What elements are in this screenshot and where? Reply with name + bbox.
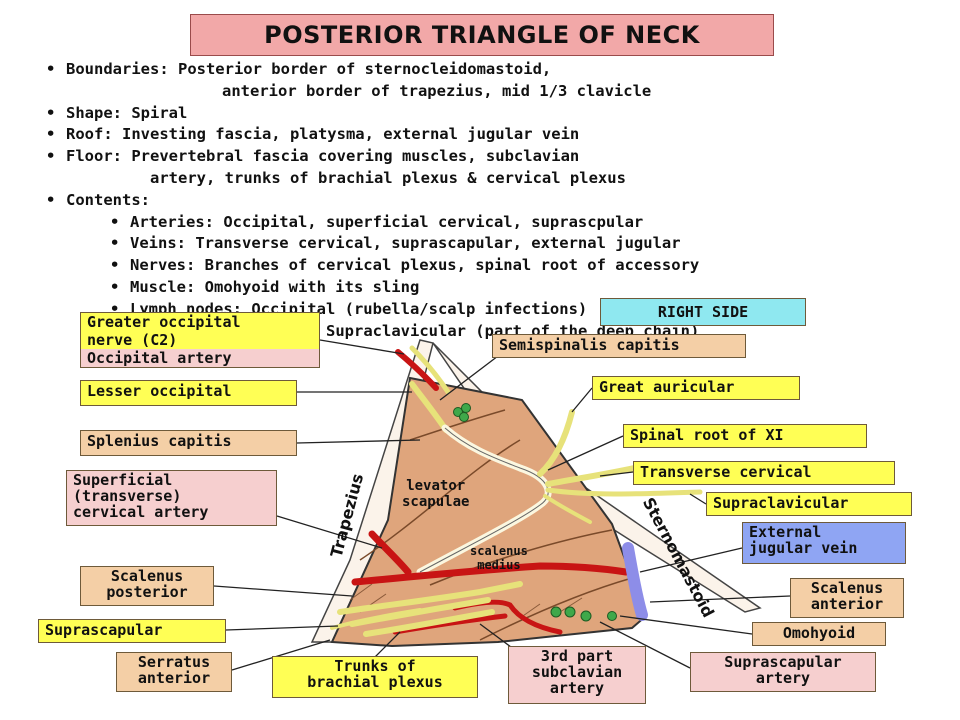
leader-third-part xyxy=(479,623,516,651)
leader-ext-jugular xyxy=(639,547,743,573)
greater-occipital-line-2: nerve (C2) xyxy=(81,331,319,349)
superficial-cervical-artery xyxy=(368,530,412,576)
diagram-title: POSTERIOR TRIANGLE OF NECK xyxy=(190,14,774,56)
omohyoid-label: Omohyoid xyxy=(752,622,886,646)
leader-transverse-cervical xyxy=(599,471,634,477)
scalenus-ant-line-2: anterior xyxy=(810,595,884,613)
splenius-boundary xyxy=(409,409,506,441)
third-line-1: 3rd part xyxy=(540,647,614,665)
ext-jugular-line-1: External xyxy=(749,523,822,541)
serratus-anterior-label: Serratus anterior xyxy=(116,652,232,692)
leader-spinal-root xyxy=(547,435,624,471)
leader-lines xyxy=(213,339,791,671)
splenius-capitis-label: Splenius capitis xyxy=(80,430,297,456)
leader-semispinalis xyxy=(439,355,499,401)
supraclavicular-node xyxy=(580,610,592,622)
greater-occipital-nerve xyxy=(409,345,451,395)
supraclavicular-node xyxy=(550,606,562,618)
leader-great-auricular xyxy=(571,387,593,413)
leader-supraclavicular xyxy=(689,493,707,505)
external-jugular-vein xyxy=(622,542,648,621)
scalenus-ant-line-1: Scalenus xyxy=(810,579,884,597)
leader-greater-occipital xyxy=(319,339,405,355)
great-auricular-label: Great auricular xyxy=(592,376,800,400)
transverse-cervical-label: Transverse cervical xyxy=(633,461,895,485)
supraclavicular-label: Supraclavicular xyxy=(706,492,912,516)
suprascapular-nerve xyxy=(330,608,422,630)
occipital-node xyxy=(461,403,471,413)
suprascapular-nerve-label: Suprascapular xyxy=(38,619,226,643)
brachial-plexus-trunk xyxy=(363,609,495,637)
supraclavicular-nerve xyxy=(545,487,703,497)
semispinalis-label: Semispinalis capitis xyxy=(492,334,746,358)
subclavian-artery xyxy=(351,562,630,586)
brachial-plexus-label: Trunks of brachial plexus xyxy=(272,656,478,698)
scalenus-anterior-label: Scalenus anterior xyxy=(790,578,904,618)
note-boundaries: Boundaries: Posterior border of sternocl… xyxy=(42,59,942,81)
leader-omohyoid xyxy=(619,615,753,635)
muscle-hatch xyxy=(349,583,583,619)
medius-line-2: medius xyxy=(477,558,521,572)
note-floor-cont: artery, trunks of brachial plexus & cerv… xyxy=(150,168,626,187)
trunks-line-1: Trunks of xyxy=(334,657,416,675)
note-muscle: Muscle: Omohyoid with its sling xyxy=(42,277,942,299)
supra-art-line-2: artery xyxy=(755,669,811,687)
leader-supra-art xyxy=(599,621,691,669)
supra-art-line-1: Suprascapular xyxy=(724,653,842,671)
note-contents: Contents: xyxy=(42,190,942,212)
ext-jugular-line-2: jugular vein xyxy=(749,539,858,557)
note-nerves: Nerves: Branches of cervical plexus, spi… xyxy=(42,255,942,277)
leader-superficial xyxy=(276,515,383,549)
subclavian-artery-label: 3rd part subclavian artery xyxy=(508,646,646,704)
supraclavicular-node xyxy=(607,611,617,621)
superficial-line-1: Superficial xyxy=(73,471,173,489)
note-veins: Veins: Transverse cervical, suprascapula… xyxy=(42,233,942,255)
note-boundaries-cont: anterior border of trapezius, mid 1/3 cl… xyxy=(222,81,652,100)
greater-occipital-label: Greater occipital nerve (C2) Occipital a… xyxy=(80,312,320,368)
scalenus-medius-label: scalenus medius xyxy=(470,544,528,572)
note-arteries: Arteries: Occipital, superficial cervica… xyxy=(42,212,942,234)
leader-splenius xyxy=(296,439,421,444)
notes-list: Boundaries: Posterior border of sternocl… xyxy=(42,59,942,342)
scalenus-post-line-2: posterior xyxy=(106,583,188,601)
occipital-artery-label: Occipital artery xyxy=(81,349,319,367)
levator-scapulae-label: levator scapulae xyxy=(402,478,469,510)
scalenus-posterior-label: Scalenus posterior xyxy=(80,566,214,606)
right-side-label: RIGHT SIDE xyxy=(600,298,806,326)
occipital-node xyxy=(459,412,469,422)
superficial-line-3: cervical artery xyxy=(73,503,209,521)
supraclavicular-nerve-branch xyxy=(543,494,592,524)
superficial-cervical-label: Superficial (transverse) cervical artery xyxy=(66,470,277,526)
third-line-2: subclavian xyxy=(531,663,623,681)
supraclavicular-node xyxy=(564,606,576,618)
spinal-root-label: Spinal root of XI xyxy=(623,424,867,448)
suprascapular-artery-label: Suprascapular artery xyxy=(690,652,876,692)
great-auricular-nerve xyxy=(537,409,575,477)
trunks-line-2: brachial plexus xyxy=(307,673,443,691)
leader-scalenus-post xyxy=(213,585,353,597)
levator-line-2: scapulae xyxy=(402,494,470,510)
leader-serratus xyxy=(231,639,331,671)
leader-scalenus-ant xyxy=(649,595,791,603)
medius-line-1: scalenus xyxy=(470,544,528,558)
note-floor: Floor: Prevertebral fascia covering musc… xyxy=(42,146,942,168)
levator-line-1: levator xyxy=(406,478,466,494)
occipital-artery xyxy=(395,349,439,391)
superficial-line-2: (transverse) xyxy=(73,487,182,505)
serratus-line-1: Serratus xyxy=(137,653,211,671)
leader-suprascapular-n xyxy=(225,625,339,631)
scalenus-post-line-1: Scalenus xyxy=(110,567,184,585)
brachial-plexus-trunk xyxy=(337,581,523,615)
anterior-boundary xyxy=(479,577,633,641)
serratus-line-2: anterior xyxy=(137,669,211,687)
external-jugular-label: External jugular vein xyxy=(742,522,906,564)
greater-occipital-line-1: Greater occipital xyxy=(81,313,319,331)
third-line-3: artery xyxy=(549,679,605,697)
lesser-occipital-label: Lesser occipital xyxy=(80,380,297,406)
note-shape: Shape: Spiral xyxy=(42,103,942,125)
note-roof: Roof: Investing fascia, platysma, extern… xyxy=(42,124,942,146)
